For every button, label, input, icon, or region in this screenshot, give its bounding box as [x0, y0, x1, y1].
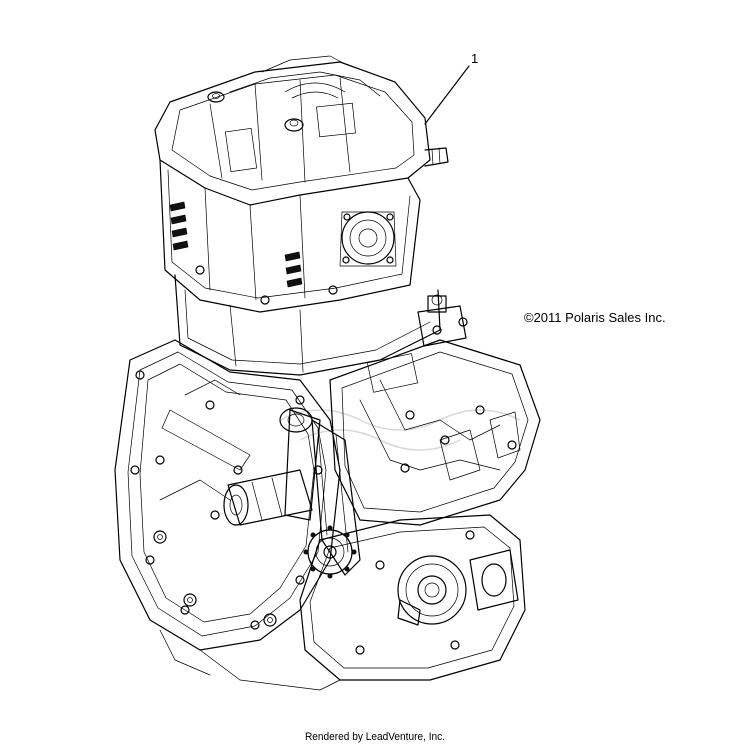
crankcase-upper	[174, 274, 468, 376]
valve-cover	[154, 55, 449, 206]
transmission-housing	[329, 339, 541, 526]
watermark-graphic	[279, 409, 521, 451]
cylinder-block	[159, 159, 421, 313]
engine-mount-bosses	[153, 530, 277, 627]
gearbox-lower	[159, 514, 526, 691]
callout-number-1: 1	[471, 51, 479, 66]
rendered-by-footer: Rendered by LeadVenture, Inc.	[304, 731, 446, 743]
callout-leader-line	[424, 65, 470, 125]
copyright-notice: ©2011 Polaris Sales Inc.	[524, 310, 666, 325]
crankcase-lower	[114, 339, 341, 651]
